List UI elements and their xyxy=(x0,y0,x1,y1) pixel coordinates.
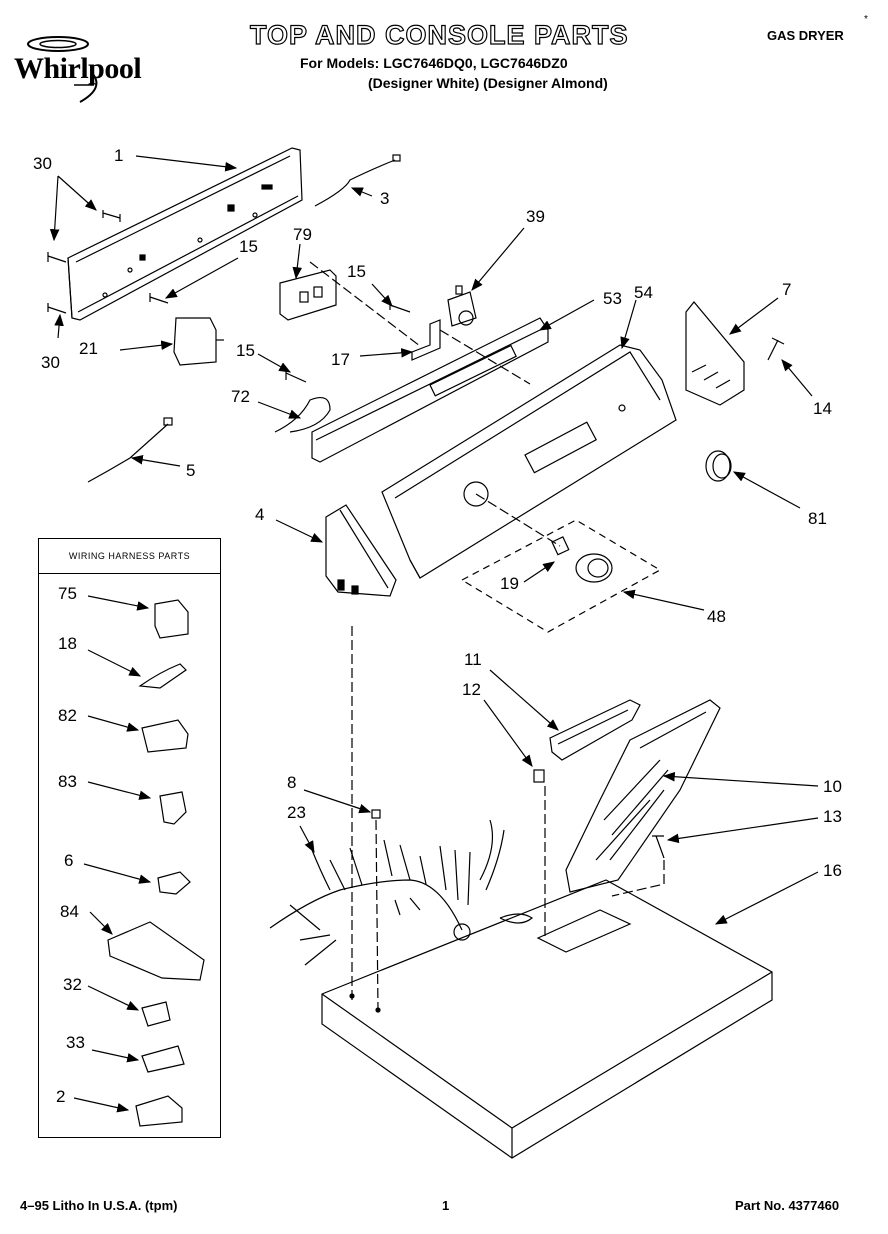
callout-84: 84 xyxy=(60,902,79,921)
callout-6: 6 xyxy=(64,851,74,870)
corner-mark: * xyxy=(864,14,868,25)
callout-54: 54 xyxy=(634,283,653,302)
part-53-panel-bracket xyxy=(311,317,549,463)
callout-11: 11 xyxy=(464,650,482,669)
part-7-end-cap-right xyxy=(685,301,745,406)
part-1-console-plate xyxy=(67,147,303,321)
part-10-lint-screen xyxy=(565,699,721,893)
callout-21: 21 xyxy=(79,339,98,358)
page-title: TOP AND CONSOLE PARTS xyxy=(249,19,629,50)
callout-5: 5 xyxy=(186,461,196,480)
part-4-end-cap-left xyxy=(325,504,397,597)
part-16-top-panel xyxy=(321,879,773,1159)
part-8-clip xyxy=(371,809,381,819)
callout-30-bottom: 30 xyxy=(41,353,60,372)
variants-line: (Designer White) (Designer Almond) xyxy=(368,75,608,91)
part-48-knob-kit xyxy=(460,519,662,633)
callout-15-b: 15 xyxy=(347,262,366,281)
callout-7: 7 xyxy=(782,280,792,299)
callout-82: 82 xyxy=(58,706,77,725)
part-5-wire xyxy=(87,423,169,483)
callout-2: 2 xyxy=(56,1087,66,1106)
wiring-harness-box-title: WIRING HARNESS PARTS xyxy=(38,538,221,574)
brand-wordmark: Whirlpool xyxy=(14,52,142,85)
wiring-harness-parts-box xyxy=(38,538,221,1138)
part-19-knob-clip xyxy=(551,536,570,556)
callout-3: 3 xyxy=(380,189,390,208)
callout-15-c: 15 xyxy=(236,341,255,360)
callout-72: 72 xyxy=(231,387,250,406)
callout-1: 1 xyxy=(114,146,124,165)
callout-14: 14 xyxy=(813,399,832,418)
callout-75: 75 xyxy=(58,584,77,603)
models-line: For Models: LGC7646DQ0, LGC7646DZ0 xyxy=(300,55,568,71)
part-48-knob xyxy=(575,553,613,583)
callout-4: 4 xyxy=(255,505,265,524)
callout-18: 18 xyxy=(58,634,77,653)
callout-12: 12 xyxy=(462,680,481,699)
part-12-clip xyxy=(533,769,545,783)
part-81-knob-ring xyxy=(705,450,732,482)
callout-83: 83 xyxy=(58,772,77,791)
callout-leader-lines xyxy=(49,155,819,1113)
callout-16: 16 xyxy=(823,861,842,880)
callout-8: 8 xyxy=(287,773,297,792)
logo-swirl-icon xyxy=(27,36,98,103)
callout-13: 13 xyxy=(823,807,842,826)
part-23-wiring-harness xyxy=(269,819,505,966)
part-11-lint-screen-cover xyxy=(549,699,641,761)
footer-litho: 4–95 Litho In U.S.A. (tpm) xyxy=(20,1198,178,1213)
callout-79: 79 xyxy=(293,225,312,244)
assembly-guide-lines xyxy=(309,261,665,1011)
footer-part-number: Part No. 4377460 xyxy=(735,1198,840,1213)
callout-81: 81 xyxy=(808,509,827,528)
part-39-start-switch xyxy=(447,285,477,327)
part-17-bracket xyxy=(411,319,441,361)
callout-10: 10 xyxy=(823,777,842,796)
part-21-timer xyxy=(173,317,224,366)
callout-15-a: 15 xyxy=(239,237,258,256)
callout-23: 23 xyxy=(287,803,306,822)
callout-32: 32 xyxy=(63,975,82,994)
callout-33: 33 xyxy=(66,1033,85,1052)
part-3-wire xyxy=(314,159,396,207)
part-54-console xyxy=(381,344,677,579)
part-79-switch xyxy=(279,269,337,321)
callout-17: 17 xyxy=(331,350,350,369)
callout-19: 19 xyxy=(500,574,519,593)
footer-page-number: 1 xyxy=(442,1198,450,1213)
whirlpool-logo: Whirlpool xyxy=(10,30,190,110)
callout-30-top: 30 xyxy=(33,154,52,173)
callout-39: 39 xyxy=(526,207,545,226)
product-type: GAS DRYER xyxy=(767,28,844,43)
callout-53: 53 xyxy=(603,289,622,308)
wiring-harness-part-shapes xyxy=(107,599,205,1127)
callout-48: 48 xyxy=(707,607,726,626)
